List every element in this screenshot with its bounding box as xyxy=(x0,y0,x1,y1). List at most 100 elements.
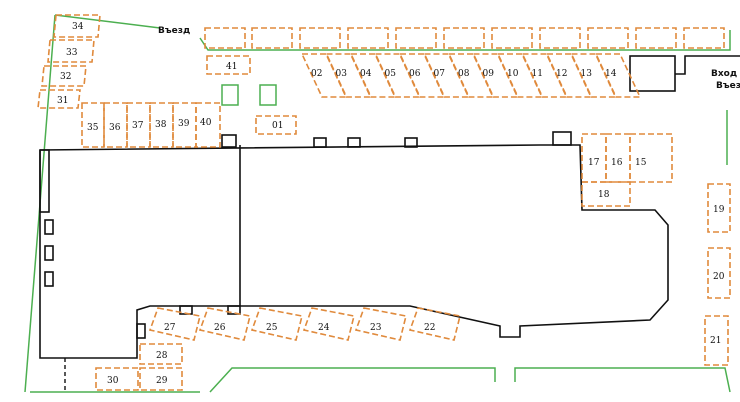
parking-spot-label: 03 xyxy=(336,69,348,79)
parking-spot-10[interactable]: 10 xyxy=(496,53,544,98)
parking-spot-27[interactable]: 27 xyxy=(148,307,201,341)
entrance-connector xyxy=(675,55,740,75)
parking-spot-label: 25 xyxy=(266,323,278,333)
parking-spot-16[interactable]: 16 xyxy=(605,133,631,183)
parking-spot-outline xyxy=(95,367,139,391)
parking-spot-02[interactable]: 02 xyxy=(300,53,348,98)
fence-bottom-mid xyxy=(209,367,496,393)
parking-spot-24[interactable]: 24 xyxy=(302,307,355,341)
parking-spot-23[interactable]: 23 xyxy=(354,307,407,341)
parking-spot-15[interactable]: 15 xyxy=(629,133,673,183)
parking-spot-12[interactable]: 12 xyxy=(545,53,593,98)
parking-spot-label: 31 xyxy=(57,96,68,106)
empty-spot xyxy=(299,27,341,49)
parking-spot-label: 35 xyxy=(87,123,99,133)
building-outline xyxy=(39,144,669,359)
parking-spot-label: 06 xyxy=(409,69,421,79)
parking-spot-22[interactable]: 22 xyxy=(408,307,461,341)
parking-spot-32[interactable]: 32 xyxy=(41,65,87,87)
parking-spot-21[interactable]: 21 xyxy=(704,315,729,366)
parking-spot-label: 39 xyxy=(178,119,190,129)
parking-spot-label: 16 xyxy=(611,158,623,168)
parking-spot-39[interactable]: 39 xyxy=(172,102,197,148)
parking-spot-04[interactable]: 04 xyxy=(349,53,397,98)
empty-spot xyxy=(539,27,581,49)
parking-spot-20[interactable]: 20 xyxy=(707,247,731,299)
parking-spot-label: 33 xyxy=(66,48,78,58)
parking-spot-label: 09 xyxy=(483,69,495,79)
parking-spot-outline xyxy=(250,307,303,341)
parking-spot-label: 41 xyxy=(226,62,237,72)
parking-spot-30[interactable]: 30 xyxy=(95,367,139,391)
building-door-8 xyxy=(136,323,146,339)
parking-spot-35[interactable]: 35 xyxy=(81,102,105,148)
parking-spot-label: 19 xyxy=(713,205,725,215)
parking-spot-outline xyxy=(707,247,731,299)
parking-spot-label: 10 xyxy=(507,69,519,79)
parking-spot-33[interactable]: 33 xyxy=(47,39,95,63)
parking-spot-08[interactable]: 08 xyxy=(447,53,495,98)
parking-spot-07[interactable]: 07 xyxy=(423,53,470,98)
parking-spot-37[interactable]: 37 xyxy=(126,102,151,148)
green-box-2 xyxy=(259,84,277,106)
parking-spot-40[interactable]: 40 xyxy=(195,102,221,148)
parking-spot-label: 30 xyxy=(107,376,119,386)
parking-spot-outline xyxy=(704,315,729,366)
parking-spot-outline xyxy=(581,181,631,207)
entry-label-right-1: Вход xyxy=(711,69,737,79)
parking-spot-41[interactable]: 41 xyxy=(206,55,251,75)
parking-spot-outline xyxy=(300,53,348,98)
parking-spot-label: 24 xyxy=(318,323,330,333)
parking-spot-14[interactable]: 14 xyxy=(594,53,642,98)
parking-spot-label: 07 xyxy=(434,69,446,79)
parking-spot-13[interactable]: 13 xyxy=(570,53,617,98)
parking-spot-01[interactable]: 01 xyxy=(255,115,297,135)
entry-label-top: Въезд xyxy=(158,26,190,36)
parking-spot-label: 32 xyxy=(60,72,71,82)
parking-spot-05[interactable]: 05 xyxy=(374,53,421,98)
fence-top xyxy=(199,30,731,51)
building-annex-4 xyxy=(44,271,54,287)
parking-spot-outline xyxy=(545,53,593,98)
empty-spot xyxy=(204,27,246,49)
parking-spot-38[interactable]: 38 xyxy=(149,102,174,148)
parking-spot-label: 28 xyxy=(156,351,168,361)
parking-spot-18[interactable]: 18 xyxy=(581,181,631,207)
parking-spot-label: 11 xyxy=(532,69,543,79)
green-box-1 xyxy=(221,84,239,106)
parking-spot-outline xyxy=(521,53,568,98)
parking-spot-28[interactable]: 28 xyxy=(139,343,183,365)
parking-spot-26[interactable]: 26 xyxy=(198,307,251,341)
empty-spot xyxy=(395,27,437,49)
parking-spot-label: 18 xyxy=(598,190,610,200)
parking-spot-label: 05 xyxy=(385,69,397,79)
parking-spot-outline xyxy=(423,53,470,98)
parking-spot-09[interactable]: 09 xyxy=(472,53,519,98)
parking-spot-31[interactable]: 31 xyxy=(37,89,81,109)
parking-spot-label: 23 xyxy=(370,323,382,333)
parking-spot-outline xyxy=(47,39,95,63)
parking-spot-25[interactable]: 25 xyxy=(250,307,303,341)
parking-spot-outline xyxy=(325,53,372,98)
parking-spot-06[interactable]: 06 xyxy=(398,53,446,98)
building-door-5 xyxy=(552,131,572,146)
parking-spot-outline xyxy=(349,53,397,98)
parking-spot-29[interactable]: 29 xyxy=(139,367,183,391)
building xyxy=(39,55,740,392)
parking-spot-outline xyxy=(594,53,642,98)
parking-spot-19[interactable]: 19 xyxy=(707,183,731,233)
parking-spot-label: 08 xyxy=(458,69,470,79)
parking-spot-36[interactable]: 36 xyxy=(103,102,128,148)
parking-spot-11[interactable]: 11 xyxy=(521,53,568,98)
parking-spot-outline xyxy=(302,307,355,341)
parking-spot-label: 17 xyxy=(588,158,600,168)
parking-spot-17[interactable]: 17 xyxy=(581,133,607,183)
parking-spot-34[interactable]: 34 xyxy=(53,14,101,38)
parking-spot-outline xyxy=(570,53,617,98)
parking-spot-outline xyxy=(707,183,731,233)
top-row-empty-spots xyxy=(204,27,725,49)
building-annex-3 xyxy=(44,245,54,261)
parking-spot-label: 01 xyxy=(272,121,283,131)
parking-spot-03[interactable]: 03 xyxy=(325,53,372,98)
